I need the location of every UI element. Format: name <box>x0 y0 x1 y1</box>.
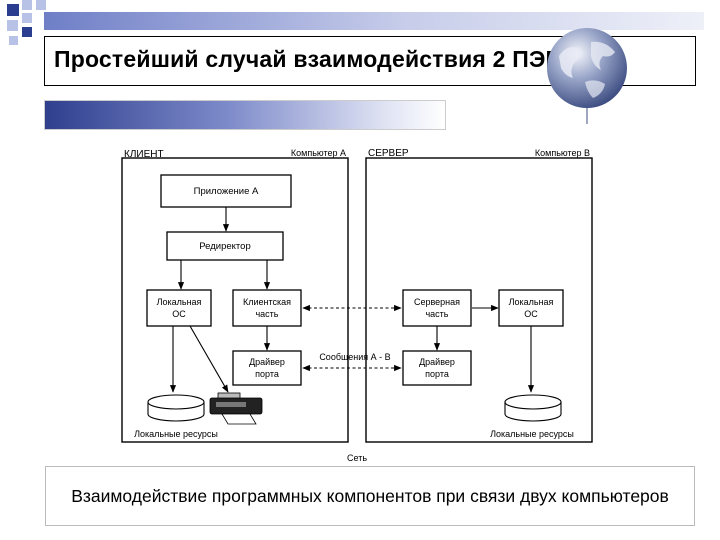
disk-a-icon <box>147 394 205 422</box>
caption-box: Взаимодействие программных компонентов п… <box>45 466 695 526</box>
client-part-line2: часть <box>255 309 278 319</box>
subtitle-gradient-bar <box>44 100 446 130</box>
driver-a-box <box>232 350 302 386</box>
local-os-b-line1: Локальная <box>509 297 554 307</box>
server-part-line1: Серверная <box>414 297 460 307</box>
printer-icon <box>209 392 263 425</box>
computer-b-label: Компьютер В <box>535 148 590 158</box>
redirector-box <box>166 231 284 261</box>
local-resources-a-label: Локальные ресурсы <box>134 429 218 439</box>
slide-title: Простейший случай взаимодействия 2 ПЭВМ <box>54 46 582 72</box>
local-os-b-line2: ОС <box>524 309 538 319</box>
disk-b-icon <box>504 394 562 422</box>
corner-square-6 <box>22 27 32 37</box>
corner-square-5 <box>7 20 18 31</box>
local-os-b-box <box>498 289 564 327</box>
corner-square-2 <box>22 0 32 10</box>
client-part-box <box>232 289 302 327</box>
client-part-line1: Клиентская <box>243 297 291 307</box>
arrow-os-a-to-printer <box>189 325 229 393</box>
corner-square-4 <box>22 13 32 23</box>
computer-b-frame <box>365 157 593 443</box>
computer-a-label: Компьютер А <box>291 148 346 158</box>
messages-label: Сообщения А - В <box>319 352 390 362</box>
network-label: Сеть <box>347 453 367 463</box>
application-label: Приложение А <box>194 186 259 197</box>
corner-square-1 <box>7 4 19 16</box>
server-part-line2: часть <box>425 309 448 319</box>
local-os-a-line1: Локальная <box>157 297 202 307</box>
client-label: КЛИЕНТ <box>124 149 164 160</box>
local-os-a-box <box>146 289 212 327</box>
driver-a-line2: порта <box>255 369 279 379</box>
corner-square-3 <box>36 0 46 10</box>
top-gradient-bar <box>44 12 704 30</box>
driver-a-line1: Драйвер <box>249 357 285 367</box>
server-label: СЕРВЕР <box>368 148 409 159</box>
corner-square-7 <box>9 36 18 45</box>
globe-icon <box>545 26 629 126</box>
redirector-label: Редиректор <box>199 241 251 252</box>
driver-b-line1: Драйвер <box>419 357 455 367</box>
driver-b-box <box>402 350 472 386</box>
caption-text: Взаимодействие программных компонентов п… <box>71 486 669 506</box>
server-part-box <box>402 289 472 327</box>
local-resources-b-label: Локальные ресурсы <box>490 429 574 439</box>
local-os-a-line2: ОС <box>172 309 186 319</box>
driver-b-line2: порта <box>425 369 449 379</box>
computer-a-frame <box>121 157 349 443</box>
